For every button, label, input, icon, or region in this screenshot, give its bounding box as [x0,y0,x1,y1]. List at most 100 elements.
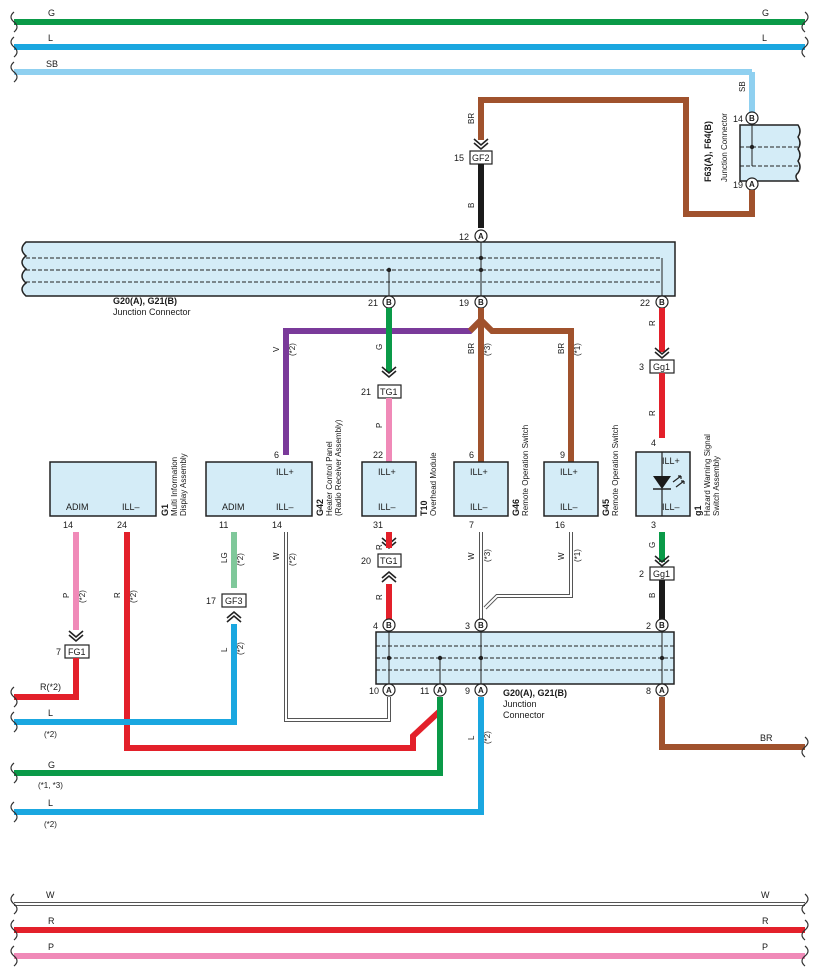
g46-pin-ill-plus-label: ILL+ [470,467,488,477]
g20-bot-pin10-letter: A [386,686,392,695]
wire-v-note: (*2) [288,343,297,356]
fg1-label: FG1 [68,647,86,657]
f63-subtitle: Junction Connector [720,113,729,182]
bus-sb-label-left: SB [46,59,58,69]
wire-l-gf3-note: (*2) [236,642,245,655]
f63-pin14-num: 14 [733,114,743,124]
g42-pin6-num: 6 [274,450,279,460]
wire-br1-label: BR [557,343,566,354]
bus-r-label-right: R [762,916,769,926]
wire-l-exit [14,697,484,815]
g42-name2: (Radio Receiver Assembly) [334,419,343,516]
g46-name1: Remote Operation Switch [521,425,530,516]
wire-r-label-top: R [648,320,657,326]
fg1-chevron [68,630,84,643]
g20-bot-subtitle1: Junction [503,699,537,709]
led-icon [653,452,685,516]
t10-pin-ill-minus-label: ILL– [378,502,396,512]
component-g46: ILL+ ILL– 6 7 G46 Remote Operation Switc… [453,425,530,530]
hazard-pin3-num: 3 [651,520,656,530]
component-g45: ILL+ ILL– 9 16 G45 Remote Operation Swit… [543,425,620,530]
exit-g-note: (*1, *3) [38,781,63,790]
tg1-bottom-chevron-up [381,570,397,583]
t10-name1: Overhead Module [429,452,438,516]
g20-bot-pin4-num: 4 [373,621,378,631]
g20-bot-pin11-letter: A [437,686,443,695]
g20-bot-pin2-num: 2 [646,621,651,631]
tg1-top-label: TG1 [380,387,398,397]
g45-pin9-num: 9 [560,450,565,460]
g42-id: G42 [315,499,325,516]
g20-bot-pin8-letter: A [659,686,665,695]
wire-p-g1-note: (*2) [78,590,87,603]
g20-top-pin22-num: 22 [640,298,650,308]
g20-bot-pin4-letter: B [386,621,392,630]
g46-pin7-num: 7 [469,520,474,530]
hazard-pin4-num: 4 [651,438,656,448]
tg1-top-pin-out: 22 [373,450,383,460]
g20-top-pin12-letter: A [478,232,484,241]
wire-w-g45-note: (*1) [573,549,582,562]
g45-pin-ill-plus-label: ILL+ [560,467,578,477]
wire-w-g46-note: (*3) [483,549,492,562]
exit-l-note: (*2) [44,730,57,739]
exit-l2-label: L [48,798,53,808]
g42-pin-ill-minus-label: ILL– [276,502,294,512]
g20-bot-pin3-letter: B [478,621,484,630]
bottom-bus: W W R R P P [10,890,809,967]
g20-bot-subtitle2: Connector [503,710,545,720]
tg1-bottom-label: TG1 [380,556,398,566]
wire-br-g45 [478,317,574,462]
g20-bot-pin2-letter: B [659,621,665,630]
component-g42: ILL+ ADIM ILL– 6 11 14 G42 Heater Contro… [205,419,343,530]
wire-w-g42-label: W [272,552,281,560]
g20-top-pin21-num: 21 [368,298,378,308]
g1-pin14-num: 14 [63,520,73,530]
bus-l-label-right: L [762,33,767,43]
gf3-label: GF3 [225,596,243,606]
wire-br-exit [659,697,805,750]
gf3-pin: 17 [206,596,216,606]
wire-r-g1-label: R [113,592,122,598]
component-t10: ILL+ ILL– 31 T10 Overhead Module [361,452,438,530]
g20-bot-pin3-num: 3 [465,621,470,631]
bus-g-label-right: G [762,8,769,18]
wire-r-label-gg1: R [648,410,657,416]
g45-pin16-num: 16 [555,520,565,530]
g46-pin-ill-minus-label: ILL– [470,502,488,512]
bus-w-label-left: W [46,890,55,900]
wire-lg-note: (*2) [236,553,245,566]
bus-w-label-right: W [761,890,770,900]
hazard-name1: Hazard Warning Signal [703,434,712,516]
g45-name1: Remote Operation Switch [611,425,620,516]
g46-id: G46 [511,499,521,516]
f63-pin19-letter: A [749,180,755,189]
g45-pin-ill-minus-label: ILL– [560,502,578,512]
g20-top-pin12-num: 12 [459,232,469,242]
bus-r-label-left: R [48,916,55,926]
gg1-bottom-chevron [654,555,670,568]
gf2-chevron [473,138,489,151]
wire-br3-label: BR [467,343,476,354]
gf2-pin: 15 [454,153,464,163]
wire-w-g46-label: W [467,552,476,560]
junction-connector-f63: F63(A), F64(B) Junction Connector 14 B 1… [703,111,801,191]
gg1-bottom-label: Gg1 [653,569,670,579]
t10-pin-ill-plus-label: ILL+ [378,467,396,477]
g20-bot-pin8-num: 8 [646,686,651,696]
g20-bot-pin9-num: 9 [465,686,470,696]
junction-connector-g20-bottom: 4 B 3 B 2 B 10 A 11 A 9 A 8 A G20(A), G2… [369,618,675,720]
exit-l2-note: (*2) [44,820,57,829]
wire-w-g45-label: W [557,552,566,560]
wire-br-label-gf2: BR [467,113,476,124]
g46-pin6-num: 6 [469,450,474,460]
wire-v-label: V [272,346,281,352]
g1-name1: Multi Information [170,457,179,516]
g20-top-pin21-letter: B [386,298,392,307]
g20-top-subtitle: Junction Connector [113,307,191,317]
bus-p-label-right: P [762,942,768,952]
wire-r-t10-label: R [375,544,384,550]
f63-pin14-letter: B [749,114,755,123]
gg1-top-chevron [654,347,670,360]
